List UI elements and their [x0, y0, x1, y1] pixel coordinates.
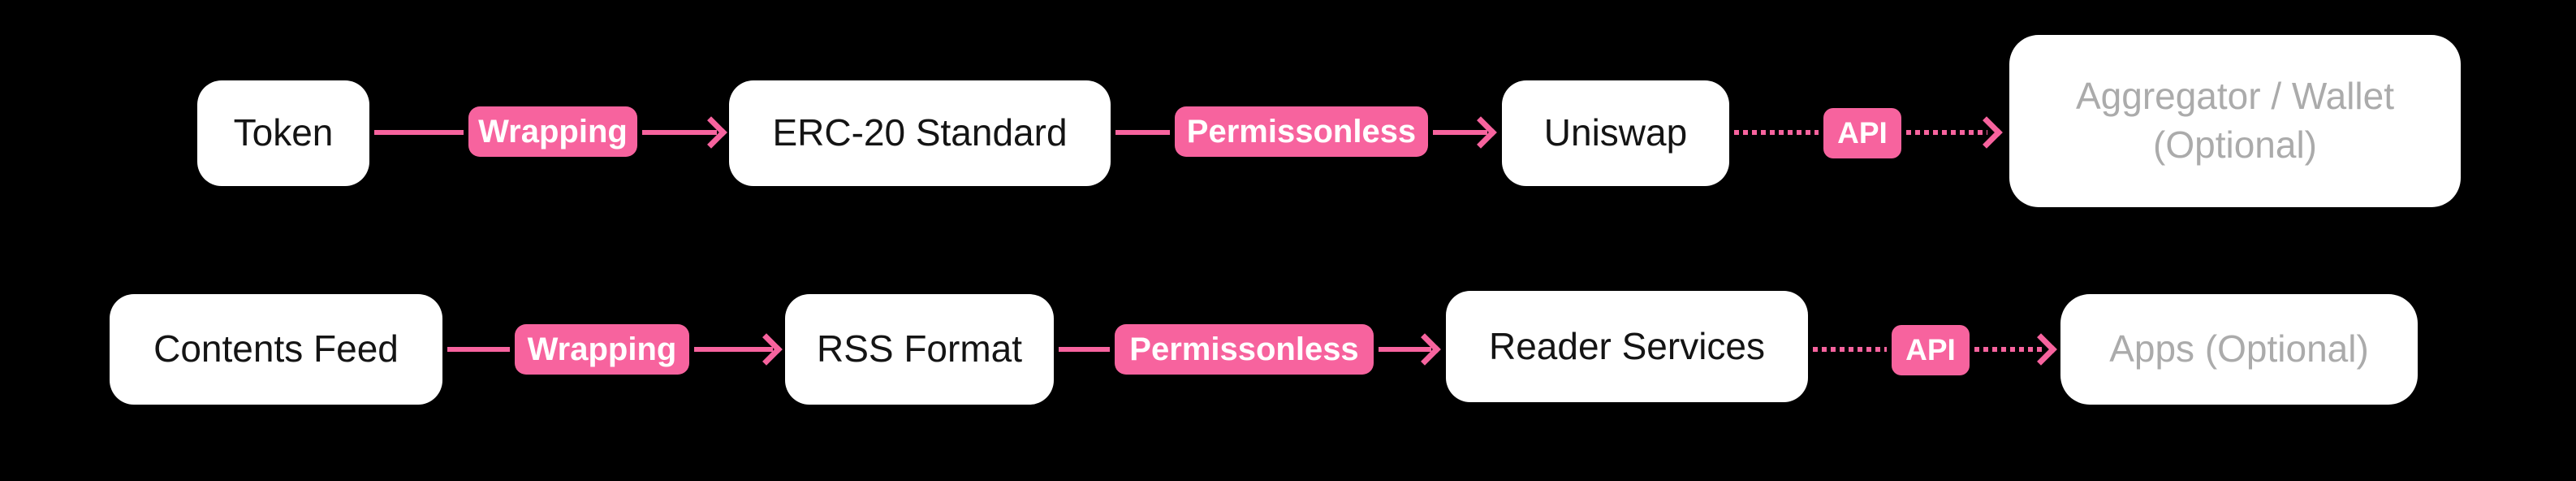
badge-api-row1-label: API: [1837, 116, 1888, 150]
node-apps-optional: Apps (Optional): [2060, 294, 2418, 405]
node-rss-format-label: RSS Format: [816, 327, 1023, 370]
edge-solid-line: [374, 130, 464, 135]
node-rss-format: RSS Format: [785, 294, 1054, 405]
edge-dotted-line: [1813, 347, 1887, 352]
edge-dotted-line: [1974, 347, 2046, 352]
edge-solid-line: [447, 347, 510, 352]
badge-wrapping-row1-label: Wrapping: [478, 113, 628, 150]
node-apps-optional-label: Apps (Optional): [2109, 327, 2369, 370]
arrowhead-icon: [1409, 333, 1441, 366]
edge-solid-line: [642, 130, 717, 135]
edge-solid-line: [1433, 130, 1487, 135]
node-erc20-standard-label: ERC-20 Standard: [772, 111, 1068, 154]
badge-permissonless-row1-label: Permissonless: [1186, 113, 1417, 150]
node-uniswap-label: Uniswap: [1543, 111, 1688, 154]
node-erc20-standard: ERC-20 Standard: [729, 80, 1111, 186]
edge-dotted-line: [1734, 130, 1819, 135]
badge-permissonless-row1: Permissonless: [1175, 106, 1428, 157]
node-reader-services: Reader Services: [1446, 291, 1808, 402]
edge-solid-line: [1379, 347, 1431, 352]
edge-solid-line: [1115, 130, 1170, 135]
node-contents-feed-label: Contents Feed: [153, 327, 399, 370]
node-aggregator-wallet: Aggregator / Wallet (Optional): [2009, 35, 2461, 207]
node-uniswap: Uniswap: [1502, 80, 1729, 186]
arrowhead-icon: [750, 333, 783, 366]
edge-dotted-line: [1906, 130, 1987, 135]
edge-solid-line: [1059, 347, 1110, 352]
badge-api-row2-label: API: [1905, 333, 1956, 366]
badge-api-row1: API: [1823, 108, 1901, 158]
arrowhead-icon: [2025, 333, 2057, 366]
node-contents-feed: Contents Feed: [110, 294, 442, 405]
node-token-label: Token: [233, 111, 334, 154]
badge-api-row2: API: [1892, 325, 1970, 375]
badge-wrapping-row2-label: Wrapping: [527, 331, 677, 367]
badge-wrapping-row2: Wrapping: [515, 324, 689, 375]
node-aggregator-wallet-line1: Aggregator / Wallet: [2075, 75, 2395, 118]
badge-permissonless-row2-label: Permissonless: [1129, 331, 1359, 367]
node-reader-services-label: Reader Services: [1488, 324, 1766, 367]
arrowhead-icon: [695, 116, 727, 149]
node-aggregator-wallet-line2: (Optional): [2153, 124, 2317, 166]
arrowhead-icon: [1970, 116, 2003, 149]
arrowhead-icon: [1465, 116, 1497, 149]
badge-permissonless-row2: Permissonless: [1115, 324, 1374, 375]
badge-wrapping-row1: Wrapping: [468, 106, 637, 157]
node-token: Token: [197, 80, 369, 186]
edge-solid-line: [694, 347, 773, 352]
